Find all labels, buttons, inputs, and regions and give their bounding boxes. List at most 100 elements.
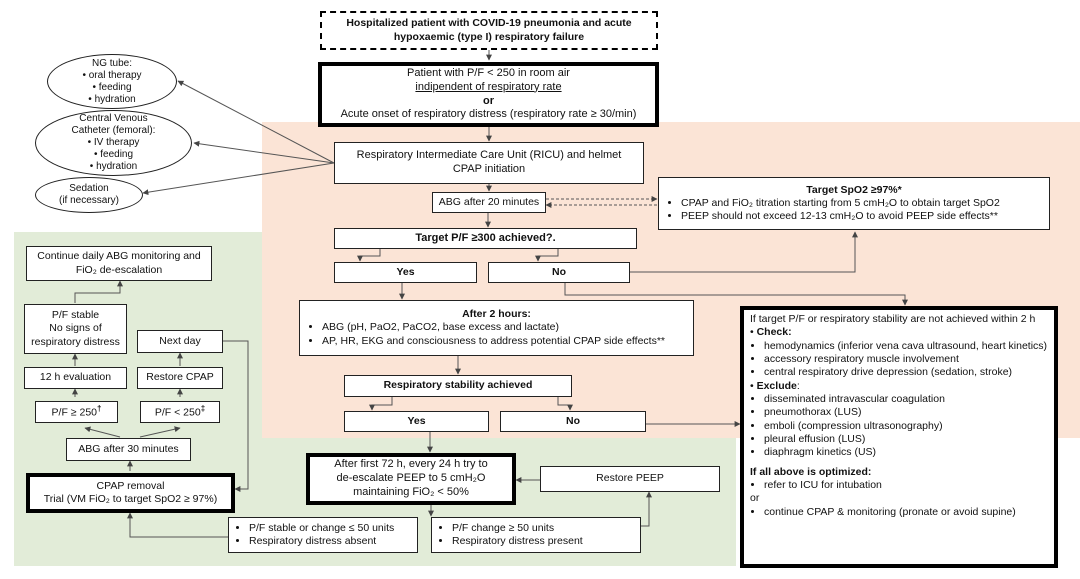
text: • feeding	[93, 149, 134, 160]
text: Restore CPAP	[146, 371, 214, 384]
list-item: P/F stable or change ≤ 50 units	[249, 522, 394, 535]
text: • IV therapy	[87, 137, 140, 148]
restore-cpap-box: Restore CPAP	[137, 367, 223, 389]
text: respiratory distress	[31, 335, 120, 348]
after-2-hours-box: After 2 hours: ABG (pH, PaO2, PaCO2, bas…	[299, 300, 694, 356]
text: CPAP initiation	[452, 163, 526, 175]
text: hydration	[94, 93, 136, 105]
text: ABG after 30 minutes	[78, 442, 179, 455]
text: No	[552, 265, 566, 278]
text: Hospitalized patient with COVID-19 pneum…	[346, 17, 632, 30]
optimized-list-1: refer to ICU for intubation	[750, 479, 882, 492]
list-item: PEEP should not exceed 12-13 cmH₂O to av…	[681, 210, 1000, 223]
text: ABG after 20 minutes	[438, 195, 540, 208]
text: Catheter (femoral):	[71, 125, 156, 136]
text: • oral therapy	[82, 69, 142, 81]
text: or	[750, 492, 760, 505]
text: indipendent of respiratory rate	[415, 80, 562, 93]
after-2-hours-title: After 2 hours:	[462, 308, 531, 321]
ng-tube-ellipse: NG tube: • oral therapy • feeding • hydr…	[47, 54, 177, 109]
exclude-list: disseminated intravascular coagulation p…	[750, 393, 945, 460]
list-item: emboli (compression ultrasonography)	[764, 420, 945, 433]
text: Exclude	[756, 379, 797, 392]
text: Central Venous	[79, 113, 148, 124]
text: de-escalate PEEP to 5 cmH₂O	[336, 472, 486, 485]
12h-evaluation-box: 12 h evaluation	[24, 367, 127, 389]
text: P/F < 250	[154, 406, 201, 419]
check-heading: • Check:	[750, 326, 792, 339]
text: P/F < 250‡	[155, 404, 205, 420]
text: No signs of	[49, 322, 102, 335]
text: • feeding	[92, 81, 132, 93]
text: NG tube:	[91, 57, 133, 69]
target-spo2-list: CPAP and FiO₂ titration starting from 5 …	[667, 197, 1000, 223]
text: If target P/F or respiratory stability a…	[750, 313, 1036, 325]
list-item: accessory respiratory muscle involvement	[764, 353, 1047, 366]
pf-stable-box: P/F stable No signs of respiratory distr…	[24, 304, 127, 354]
list-item: disseminated intravascular coagulation	[764, 393, 945, 406]
list-item: central respiratory drive depression (se…	[764, 366, 1047, 379]
text: Continue daily ABG monitoring and	[37, 250, 201, 263]
text: ‡	[200, 404, 206, 414]
stable-outcome-list: P/F stable or change ≤ 50 units Respirat…	[235, 522, 394, 548]
text: Restore PEEP	[596, 472, 664, 485]
text: hydration	[96, 161, 138, 172]
respiratory-stability-box: Respiratory stability achieved	[344, 375, 572, 397]
after-2-hours-list: ABG (pH, PaO2, PaCO2, base excess and la…	[308, 321, 665, 347]
list-item: AP, HR, EKG and consciousness to address…	[322, 335, 665, 348]
target-spo2-box: Target SpO2 ≥97%* CPAP and FiO₂ titratio…	[658, 177, 1050, 230]
text: Target P/F ≥300 achieved?.	[415, 231, 556, 244]
text: Check	[756, 326, 789, 339]
list-item: hemodynamics (inferior vena cava ultraso…	[764, 340, 1047, 353]
text: feeding	[98, 81, 132, 93]
list-item: pneumothorax (LUS)	[764, 406, 945, 419]
text: After first 72 h, every 24 h try to	[334, 458, 488, 471]
text: No	[566, 414, 580, 427]
abg-30-min-box: ABG after 30 minutes	[66, 438, 191, 461]
no-box-1: No	[488, 262, 630, 283]
yes-box-2: Yes	[344, 411, 489, 432]
list-item: ABG (pH, PaO2, PaCO2, base excess and la…	[322, 321, 665, 334]
text: • hydration	[88, 93, 136, 105]
text: †	[97, 404, 102, 414]
text: (if necessary)	[58, 195, 119, 206]
text: CPAP removal	[96, 479, 165, 492]
text: P/F ≥ 250†	[52, 404, 102, 420]
entry-criteria-box: Patient with P/F < 250 in room air indip…	[318, 62, 659, 127]
restore-peep-box: Restore PEEP	[540, 466, 720, 492]
check-list: hemodynamics (inferior vena cava ultraso…	[750, 340, 1047, 380]
text: P/F stable	[51, 309, 100, 322]
stable-outcome-box: P/F stable or change ≤ 50 units Respirat…	[228, 517, 418, 553]
list-item: CPAP and FiO₂ titration starting from 5 …	[681, 197, 1000, 210]
pf-lt-250-box: P/F < 250‡	[140, 401, 220, 423]
text: • hydration	[89, 161, 138, 172]
failure-management-box: If target P/F or respiratory stability a…	[740, 306, 1058, 568]
next-day-box: Next day	[137, 330, 223, 353]
text: Trial (VM FiO₂ to target SpO2 ≥ 97%)	[43, 493, 218, 505]
unstable-outcome-list: P/F change ≥ 50 units Respiratory distre…	[438, 522, 583, 548]
list-item: continue CPAP & monitoring (pronate or a…	[764, 506, 1016, 519]
text: Respiratory stability achieved	[383, 379, 533, 392]
target-spo2-title: Target SpO2 ≥97%*	[806, 183, 902, 196]
list-item: P/F change ≥ 50 units	[452, 522, 583, 535]
text: Yes	[407, 414, 426, 427]
pf-ge-250-box: P/F ≥ 250†	[35, 401, 118, 423]
list-item: Respiratory distress absent	[249, 535, 394, 548]
list-item: Respiratory distress present	[452, 535, 583, 548]
text: Acute onset of respiratory distress (res…	[340, 108, 637, 121]
abg-20-min-box: ABG after 20 minutes	[432, 192, 546, 213]
text: oral therapy	[88, 69, 142, 81]
sedation-ellipse: Sedation (if necessary)	[35, 177, 143, 213]
text: P/F ≥ 250	[51, 406, 97, 419]
text: Sedation	[69, 183, 109, 194]
yes-box-1: Yes	[334, 262, 477, 283]
text: maintaining FiO₂ < 50%	[353, 485, 469, 498]
continue-daily-abg-box: Continue daily ABG monitoring and FiO₂ d…	[26, 246, 212, 281]
no-box-2: No	[500, 411, 646, 432]
text: or	[483, 94, 494, 107]
cpap-removal-box: CPAP removal Trial (VM FiO₂ to target Sp…	[26, 473, 235, 513]
text: Yes	[396, 265, 415, 278]
optimized-list-2: continue CPAP & monitoring (pronate or a…	[750, 506, 1016, 519]
text: feeding	[100, 149, 134, 160]
